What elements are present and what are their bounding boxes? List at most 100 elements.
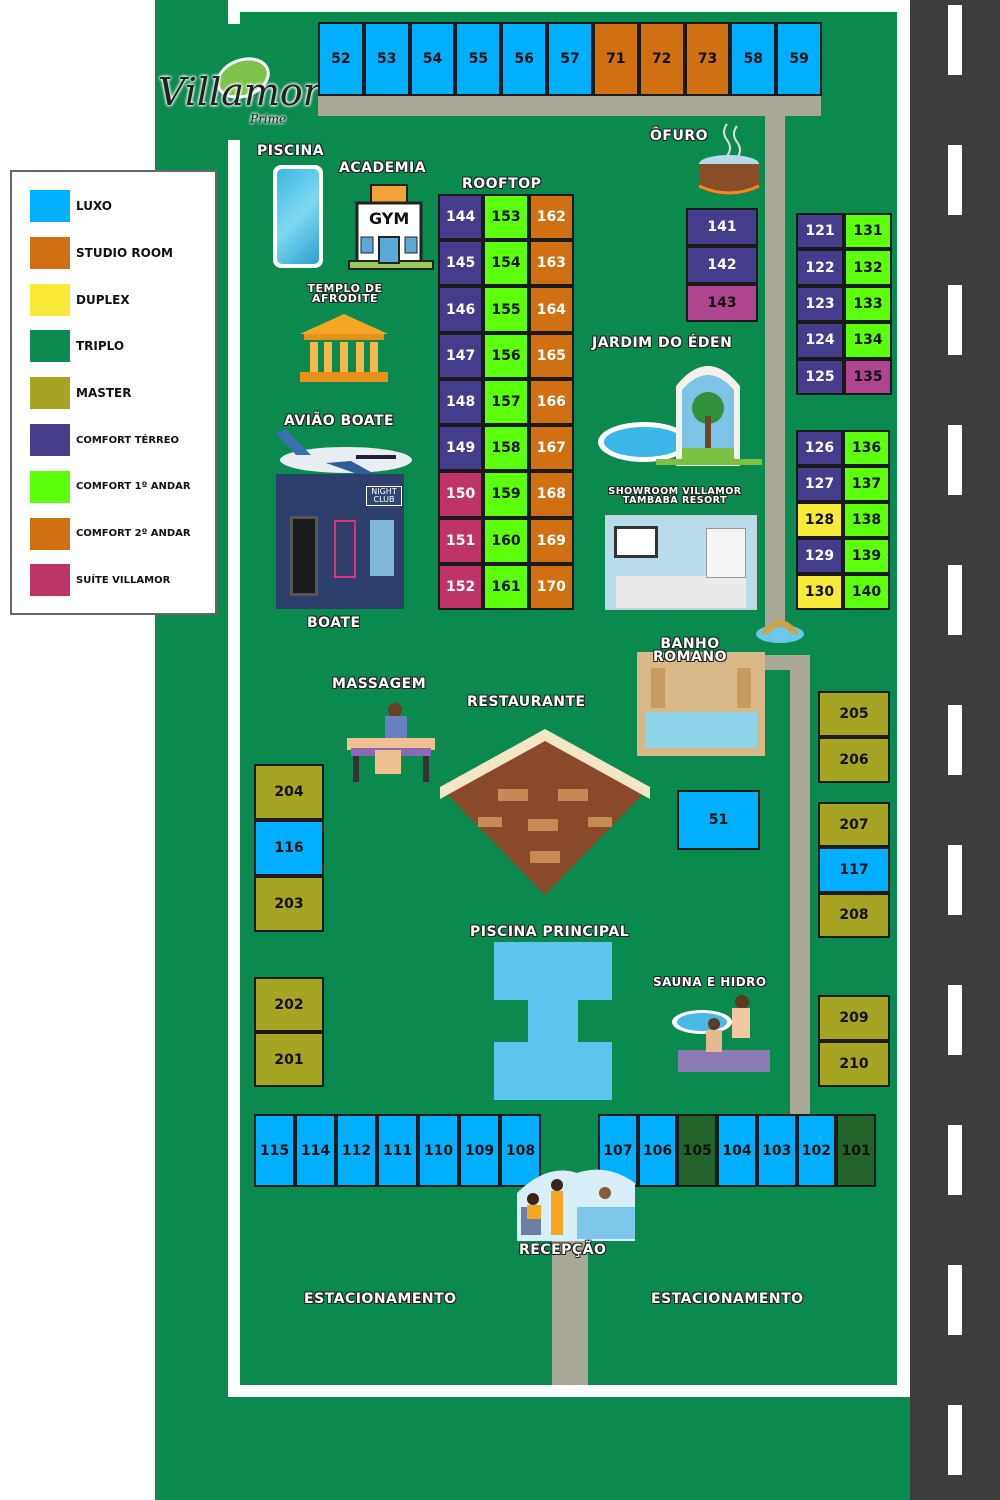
legend-label: COMFORT 1º ANDAR (76, 481, 191, 493)
room-144[interactable]: 144 (438, 194, 484, 241)
room-138[interactable]: 138 (843, 502, 890, 538)
legend-swatch (30, 470, 70, 503)
room-163[interactable]: 163 (528, 240, 574, 287)
room-147[interactable]: 147 (438, 332, 484, 379)
room-151[interactable]: 151 (438, 517, 484, 564)
room-154[interactable]: 154 (483, 240, 529, 287)
room-136[interactable]: 136 (843, 430, 890, 466)
room-73[interactable]: 73 (684, 22, 731, 96)
room-57[interactable]: 57 (547, 22, 593, 96)
room-203[interactable]: 203 (254, 876, 324, 932)
room-123[interactable]: 123 (796, 285, 844, 323)
room-114[interactable]: 114 (295, 1114, 336, 1187)
room-209[interactable]: 209 (818, 995, 890, 1041)
room-158[interactable]: 158 (483, 425, 529, 472)
room-111[interactable]: 111 (377, 1114, 418, 1187)
room-132[interactable]: 132 (844, 249, 892, 286)
room-71[interactable]: 71 (592, 22, 639, 96)
room-122[interactable]: 122 (796, 249, 844, 286)
room-121[interactable]: 121 (796, 213, 844, 250)
room-201[interactable]: 201 (254, 1032, 324, 1087)
room-124[interactable]: 124 (796, 322, 844, 359)
room-169[interactable]: 169 (528, 517, 574, 564)
room-145[interactable]: 145 (438, 240, 484, 287)
room-130[interactable]: 130 (796, 574, 843, 610)
room-125[interactable]: 125 (796, 358, 844, 395)
room-210[interactable]: 210 (818, 1041, 890, 1087)
room-139[interactable]: 139 (843, 538, 890, 574)
room-58[interactable]: 58 (730, 22, 777, 96)
room-167[interactable]: 167 (528, 425, 574, 472)
room-137[interactable]: 137 (843, 466, 890, 502)
room-131[interactable]: 131 (844, 213, 892, 250)
room-109[interactable]: 109 (459, 1114, 500, 1187)
room-128[interactable]: 128 (796, 502, 843, 538)
room-72[interactable]: 72 (638, 22, 685, 96)
room-103[interactable]: 103 (756, 1114, 797, 1187)
roman-bath-icon (637, 652, 765, 756)
room-140[interactable]: 140 (843, 574, 890, 610)
room-202[interactable]: 202 (254, 977, 324, 1032)
room-54[interactable]: 54 (409, 22, 456, 96)
room-56[interactable]: 56 (501, 22, 548, 96)
room-108[interactable]: 108 (500, 1114, 541, 1187)
room-142[interactable]: 142 (686, 246, 758, 284)
room-104[interactable]: 104 (717, 1114, 757, 1187)
gym-sign: GYM (369, 209, 410, 228)
room-115[interactable]: 115 (254, 1114, 295, 1187)
room-135[interactable]: 135 (844, 358, 892, 395)
room-206[interactable]: 206 (818, 737, 890, 783)
room-161[interactable]: 161 (483, 563, 529, 610)
room-59[interactable]: 59 (776, 22, 822, 96)
reception-icon (507, 1163, 637, 1241)
room-117[interactable]: 117 (818, 847, 890, 893)
room-126[interactable]: 126 (796, 430, 843, 466)
room-141[interactable]: 141 (686, 208, 758, 246)
room-208[interactable]: 208 (818, 892, 890, 938)
legend-swatch (30, 564, 70, 597)
room-143[interactable]: 143 (686, 284, 758, 322)
room-146[interactable]: 146 (438, 286, 484, 333)
room-150[interactable]: 150 (438, 471, 484, 518)
room-134[interactable]: 134 (844, 322, 892, 359)
room-157[interactable]: 157 (483, 378, 529, 426)
room-116[interactable]: 116 (254, 820, 324, 876)
room-110[interactable]: 110 (418, 1114, 459, 1187)
room-159[interactable]: 159 (483, 471, 529, 518)
legend-label: TRIPLO (76, 339, 125, 354)
room-207[interactable]: 207 (818, 802, 890, 848)
room-127[interactable]: 127 (796, 466, 843, 502)
room-129[interactable]: 129 (796, 538, 843, 574)
room-112[interactable]: 112 (336, 1114, 377, 1187)
room-102[interactable]: 102 (796, 1114, 837, 1187)
room-149[interactable]: 149 (438, 425, 484, 472)
room-106[interactable]: 106 (637, 1114, 678, 1187)
room-53[interactable]: 53 (363, 22, 410, 96)
room-165[interactable]: 165 (528, 332, 574, 379)
room-51[interactable]: 51 (677, 790, 760, 850)
room-101[interactable]: 101 (836, 1114, 876, 1187)
room-204[interactable]: 204 (254, 764, 324, 820)
room-52[interactable]: 52 (318, 22, 364, 96)
room-148[interactable]: 148 (438, 378, 484, 426)
room-156[interactable]: 156 (483, 332, 529, 379)
room-170[interactable]: 170 (528, 563, 574, 610)
legend-swatch (30, 377, 70, 410)
legend-label: SUÍTE VILLAMOR (76, 574, 171, 586)
room-164[interactable]: 164 (528, 286, 574, 333)
room-205[interactable]: 205 (818, 691, 890, 737)
room-153[interactable]: 153 (483, 194, 529, 241)
room-105[interactable]: 105 (677, 1114, 718, 1187)
room-160[interactable]: 160 (483, 517, 529, 564)
room-152[interactable]: 152 (438, 563, 484, 610)
room-162[interactable]: 162 (528, 194, 574, 241)
room-166[interactable]: 166 (528, 378, 574, 426)
room-155[interactable]: 155 (483, 286, 529, 333)
pool-icon (273, 165, 323, 268)
room-133[interactable]: 133 (844, 285, 892, 323)
restaurant-icon (438, 727, 652, 897)
room-55[interactable]: 55 (455, 22, 502, 96)
walkway-vertical (765, 116, 785, 636)
room-168[interactable]: 168 (528, 471, 574, 518)
